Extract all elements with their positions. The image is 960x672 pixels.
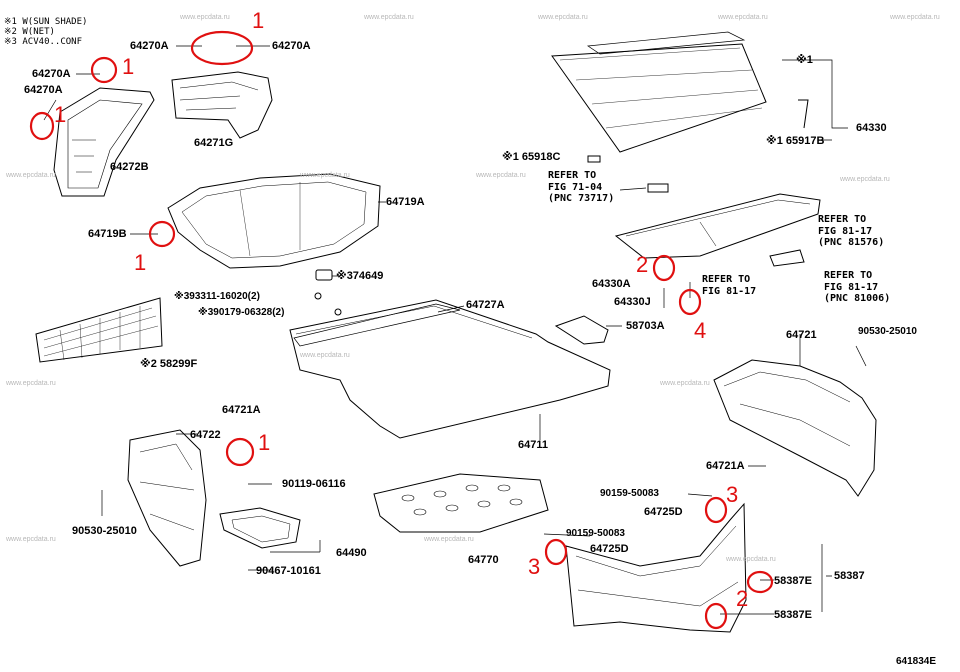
spare-tire-cover: [373, 473, 549, 533]
watermark: www.epcdata.ru: [476, 172, 526, 179]
quarter-trim-right: [713, 359, 877, 497]
rear-panel-trim: [565, 502, 747, 633]
annotation-number: 1: [134, 250, 147, 275]
legend-2-text: W(NET): [22, 27, 55, 37]
part-label: ※374649: [336, 270, 384, 282]
legend-3-mark: ※3: [4, 37, 17, 47]
part-label: 58387E: [774, 575, 812, 587]
part-label: 58703A: [626, 320, 665, 332]
legend-1-mark: ※1: [4, 17, 17, 27]
part-label: ※1 65917B: [766, 135, 825, 147]
part-label: 64330J: [614, 296, 651, 308]
part-label: 64271G: [194, 137, 234, 149]
part-label: 64721A: [706, 460, 745, 472]
cargo-net: [35, 297, 163, 363]
rear-package-tray: [614, 193, 821, 259]
part-label: 90119-06116: [282, 478, 346, 490]
legend-2: ※2 W(NET): [4, 27, 55, 37]
part-label: 58387E: [774, 609, 812, 621]
annotation-number: 2: [636, 252, 649, 277]
part-label: 58387: [834, 570, 865, 582]
watermark: www.epcdata.ru: [726, 556, 776, 563]
legend-1-text: W(SUN SHADE): [22, 17, 88, 27]
annotation-number: 1: [54, 102, 67, 127]
watermark: www.epcdata.ru: [6, 380, 56, 387]
part-label: 64272B: [110, 161, 149, 173]
trim-64271G: [171, 71, 273, 139]
annotation-number: 1: [252, 8, 265, 33]
watermark: www.epcdata.ru: [364, 14, 414, 21]
watermark: www.epcdata.ru: [180, 14, 230, 21]
part-label: 64722: [190, 429, 221, 441]
storage-tray: [219, 507, 301, 549]
annotation-number: 2: [736, 586, 749, 611]
part-label: 64725D: [590, 543, 629, 555]
part-label: 64721: [786, 329, 817, 341]
watermark: www.epcdata.ru: [424, 536, 474, 543]
part-label: ※2 58299F: [140, 358, 198, 370]
legend-2-mark: ※2: [4, 27, 17, 37]
sun-shade: [551, 43, 767, 153]
part-label: 64725D: [644, 506, 683, 518]
part-label: ※390179-06328(2): [198, 307, 285, 318]
part-label: 90159-50083: [600, 488, 659, 499]
part-label: 64330: [856, 122, 887, 134]
part-label: 90530-25010: [858, 326, 917, 337]
reference-note: REFER TO FIG 81-17 (PNC 81576): [818, 214, 885, 248]
part-label: ※393311-16020(2): [174, 291, 260, 302]
annotation-number: 1: [122, 54, 135, 79]
watermark: www.epcdata.ru: [890, 14, 940, 21]
figure-id: 641834E: [896, 656, 937, 667]
part-label: ※1: [796, 54, 813, 66]
annotation-number: 4: [694, 318, 707, 343]
legend-3: ※3 ACV40..CONF: [4, 37, 82, 47]
part-label: 64270A: [32, 68, 71, 80]
package-tray-trim: [167, 173, 381, 269]
part-label: ※1 65918C: [502, 151, 561, 163]
part-label: 64330A: [592, 278, 631, 290]
legend-1: ※1 W(SUN SHADE): [4, 17, 88, 27]
part-label: 90467-10161: [256, 565, 321, 577]
quarter-trim-left-upper: [53, 87, 155, 197]
part-label: 64270A: [272, 40, 311, 52]
part-label: 64770: [468, 554, 499, 566]
reference-note: REFER TO FIG 81-17 (PNC 81006): [824, 270, 891, 304]
legend-3-text: ACV40..CONF: [22, 37, 82, 47]
trunk-mat: [289, 299, 611, 439]
reference-note: REFER TO FIG 81-17: [702, 274, 757, 297]
part-label: 64719A: [386, 196, 425, 208]
quarter-trim-left-lower: [127, 429, 207, 567]
watermark: www.epcdata.ru: [840, 176, 890, 183]
watermark: www.epcdata.ru: [6, 172, 56, 179]
annotation-number: 1: [258, 430, 271, 455]
annotation-number: 3: [726, 482, 739, 507]
part-label: 90159-50083: [566, 528, 625, 539]
part-label: 64270A: [24, 84, 63, 96]
part-label: 64719B: [88, 228, 127, 240]
watermark: www.epcdata.ru: [718, 14, 768, 21]
part-label: 90530-25010: [72, 525, 137, 537]
part-label: 64721A: [222, 404, 261, 416]
part-label: 64711: [518, 439, 548, 451]
watermark: www.epcdata.ru: [660, 380, 710, 387]
part-label: 64727A: [466, 299, 505, 311]
reference-note: REFER TO FIG 71-04 (PNC 73717): [548, 170, 615, 204]
part-label: 64270A: [130, 40, 169, 52]
watermark: www.epcdata.ru: [6, 536, 56, 543]
watermark: www.epcdata.ru: [300, 352, 350, 359]
watermark: www.epcdata.ru: [538, 14, 588, 21]
annotation-number: 3: [528, 554, 541, 579]
watermark: www.epcdata.ru: [300, 172, 350, 179]
part-label: 64490: [336, 547, 367, 559]
